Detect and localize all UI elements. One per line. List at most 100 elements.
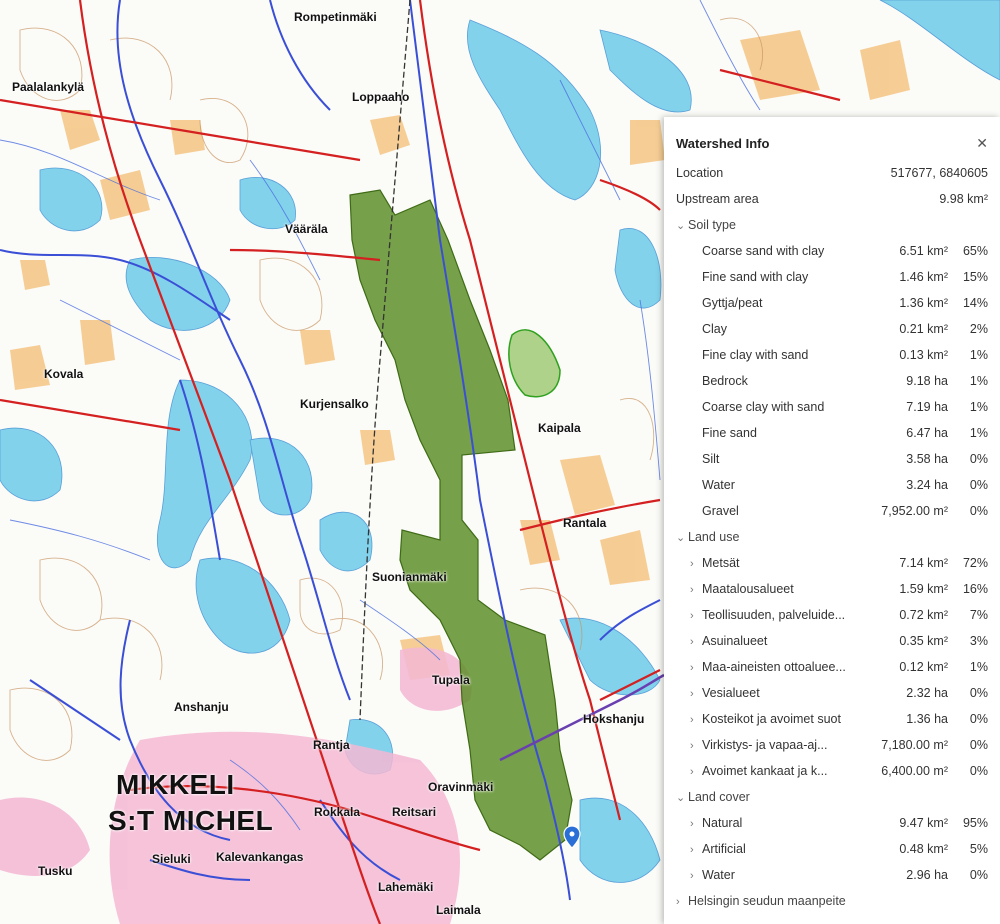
- landuse-item-area: 0.72 km²: [899, 608, 948, 622]
- soil-item-area: 6.47 ha: [906, 426, 948, 440]
- landcover-item-name: Natural: [702, 816, 743, 830]
- place-label: Laimala: [436, 903, 481, 917]
- location-pin-icon[interactable]: [563, 825, 581, 849]
- landuse-item-name: Metsät: [702, 556, 740, 570]
- place-label: Rokkala: [314, 805, 361, 819]
- panel-title: Watershed Info: [676, 136, 770, 151]
- rivers: [0, 0, 661, 901]
- place-label: Loppaaho: [352, 90, 410, 104]
- soil-item-name: Gyttja/peat: [702, 296, 763, 310]
- roads: [0, 0, 841, 924]
- soil-item-name: Silt: [702, 452, 720, 466]
- chevron-right-icon: ›: [690, 662, 694, 674]
- location-row: Location 517677, 6840605: [664, 160, 1000, 186]
- landuse-item-percent: 1%: [969, 660, 988, 674]
- landuse-item-percent: 0%: [969, 738, 988, 752]
- contour-lines: [9, 17, 764, 761]
- land-cover-label: Land cover: [688, 790, 750, 804]
- soil-type-label: Soil type: [688, 218, 736, 232]
- landuse-item-name: Avoimet kankaat ja k...: [702, 764, 828, 778]
- soil-item-area: 7.19 ha: [906, 400, 948, 414]
- place-label: Kalevankangas: [216, 850, 304, 864]
- land-cover-section-toggle[interactable]: ⌄Land cover: [664, 784, 1000, 810]
- soil-item-name: Gravel: [702, 504, 739, 518]
- place-label: Kaipala: [538, 421, 581, 435]
- soil-item-percent: 0%: [969, 452, 988, 466]
- soil-item-area: 7,952.00 m²: [881, 504, 948, 518]
- soil-type-section-toggle[interactable]: ⌄Soil type: [664, 212, 1000, 238]
- land-use-label: Land use: [688, 530, 740, 544]
- panel-header: Watershed Info ✕: [664, 117, 1000, 160]
- place-label: Paalalankylä: [12, 80, 85, 94]
- landuse-item-name: Asuinalueet: [702, 634, 768, 648]
- place-label: Lahemäki: [378, 880, 434, 894]
- landuse-item-area: 2.32 ha: [906, 686, 948, 700]
- soil-item-percent: 1%: [969, 374, 988, 388]
- landuse-item-name: Vesialueet: [702, 686, 760, 700]
- chevron-down-icon: ⌄: [676, 220, 686, 232]
- soil-item-area: 0.21 km²: [899, 322, 948, 336]
- place-label: Oravinmäki: [428, 780, 494, 794]
- landuse-item-name: Teollisuuden, palveluide...: [702, 608, 846, 622]
- landcover-item-area: 2.96 ha: [906, 868, 948, 882]
- soil-item-percent: 1%: [969, 400, 988, 414]
- landcover-item-percent: 0%: [969, 868, 988, 882]
- chevron-down-icon: ⌄: [676, 532, 686, 544]
- chevron-right-icon: ›: [690, 818, 694, 830]
- landuse-item-percent: 0%: [969, 686, 988, 700]
- chevron-right-icon: ›: [690, 844, 694, 856]
- watershed-area[interactable]: [349, 189, 573, 861]
- soil-item-area: 1.36 km²: [899, 296, 948, 310]
- close-icon[interactable]: ✕: [976, 135, 988, 151]
- soil-item-percent: 65%: [962, 244, 988, 258]
- soil-item-name: Fine sand with clay: [702, 270, 809, 284]
- landuse-item-area: 0.35 km²: [899, 634, 948, 648]
- place-label: Rantala: [563, 516, 607, 530]
- soil-item-percent: 1%: [969, 348, 988, 362]
- urban-areas: [0, 647, 472, 924]
- soil-item-area: 0.13 km²: [899, 348, 948, 362]
- soil-item-area: 1.46 km²: [899, 270, 948, 284]
- place-label: Reitsari: [392, 805, 437, 819]
- land-use-section-toggle[interactable]: ⌄Land use: [664, 524, 1000, 550]
- soil-item: Fine sand with clay 1.46 km² 15%: [664, 264, 1000, 290]
- upstream-area-row: Upstream area 9.98 km²: [664, 186, 1000, 212]
- soil-item-area: 6.51 km²: [899, 244, 948, 258]
- place-label: Kovala: [44, 367, 84, 381]
- landcover-item-name: Water: [702, 868, 735, 882]
- soil-item-area: 9.18 ha: [906, 374, 948, 388]
- chevron-right-icon: ›: [690, 610, 694, 622]
- soil-item: Bedrock 9.18 ha 1%: [664, 368, 1000, 394]
- landuse-item-percent: 0%: [969, 712, 988, 726]
- landuse-item-percent: 0%: [969, 764, 988, 778]
- soil-item-percent: 0%: [969, 504, 988, 518]
- landuse-item-percent: 3%: [969, 634, 988, 648]
- helsinki-section-toggle[interactable]: ›Helsingin seudun maanpeite: [664, 888, 1000, 914]
- streams: [0, 0, 761, 831]
- landuse-item-area: 7,180.00 m²: [881, 738, 948, 752]
- location-value: 517677, 6840605: [890, 166, 988, 180]
- soil-item-name: Bedrock: [702, 374, 748, 388]
- watershed-info-panel: Watershed Info ✕ Location 517677, 684060…: [664, 117, 1000, 924]
- place-label: Tusku: [38, 864, 73, 878]
- soil-item-percent: 1%: [969, 426, 988, 440]
- soil-item-percent: 15%: [962, 270, 988, 284]
- landuse-item-area: 0.12 km²: [899, 660, 948, 674]
- landuse-item-name: Virkistys- ja vapaa-aj...: [702, 738, 828, 752]
